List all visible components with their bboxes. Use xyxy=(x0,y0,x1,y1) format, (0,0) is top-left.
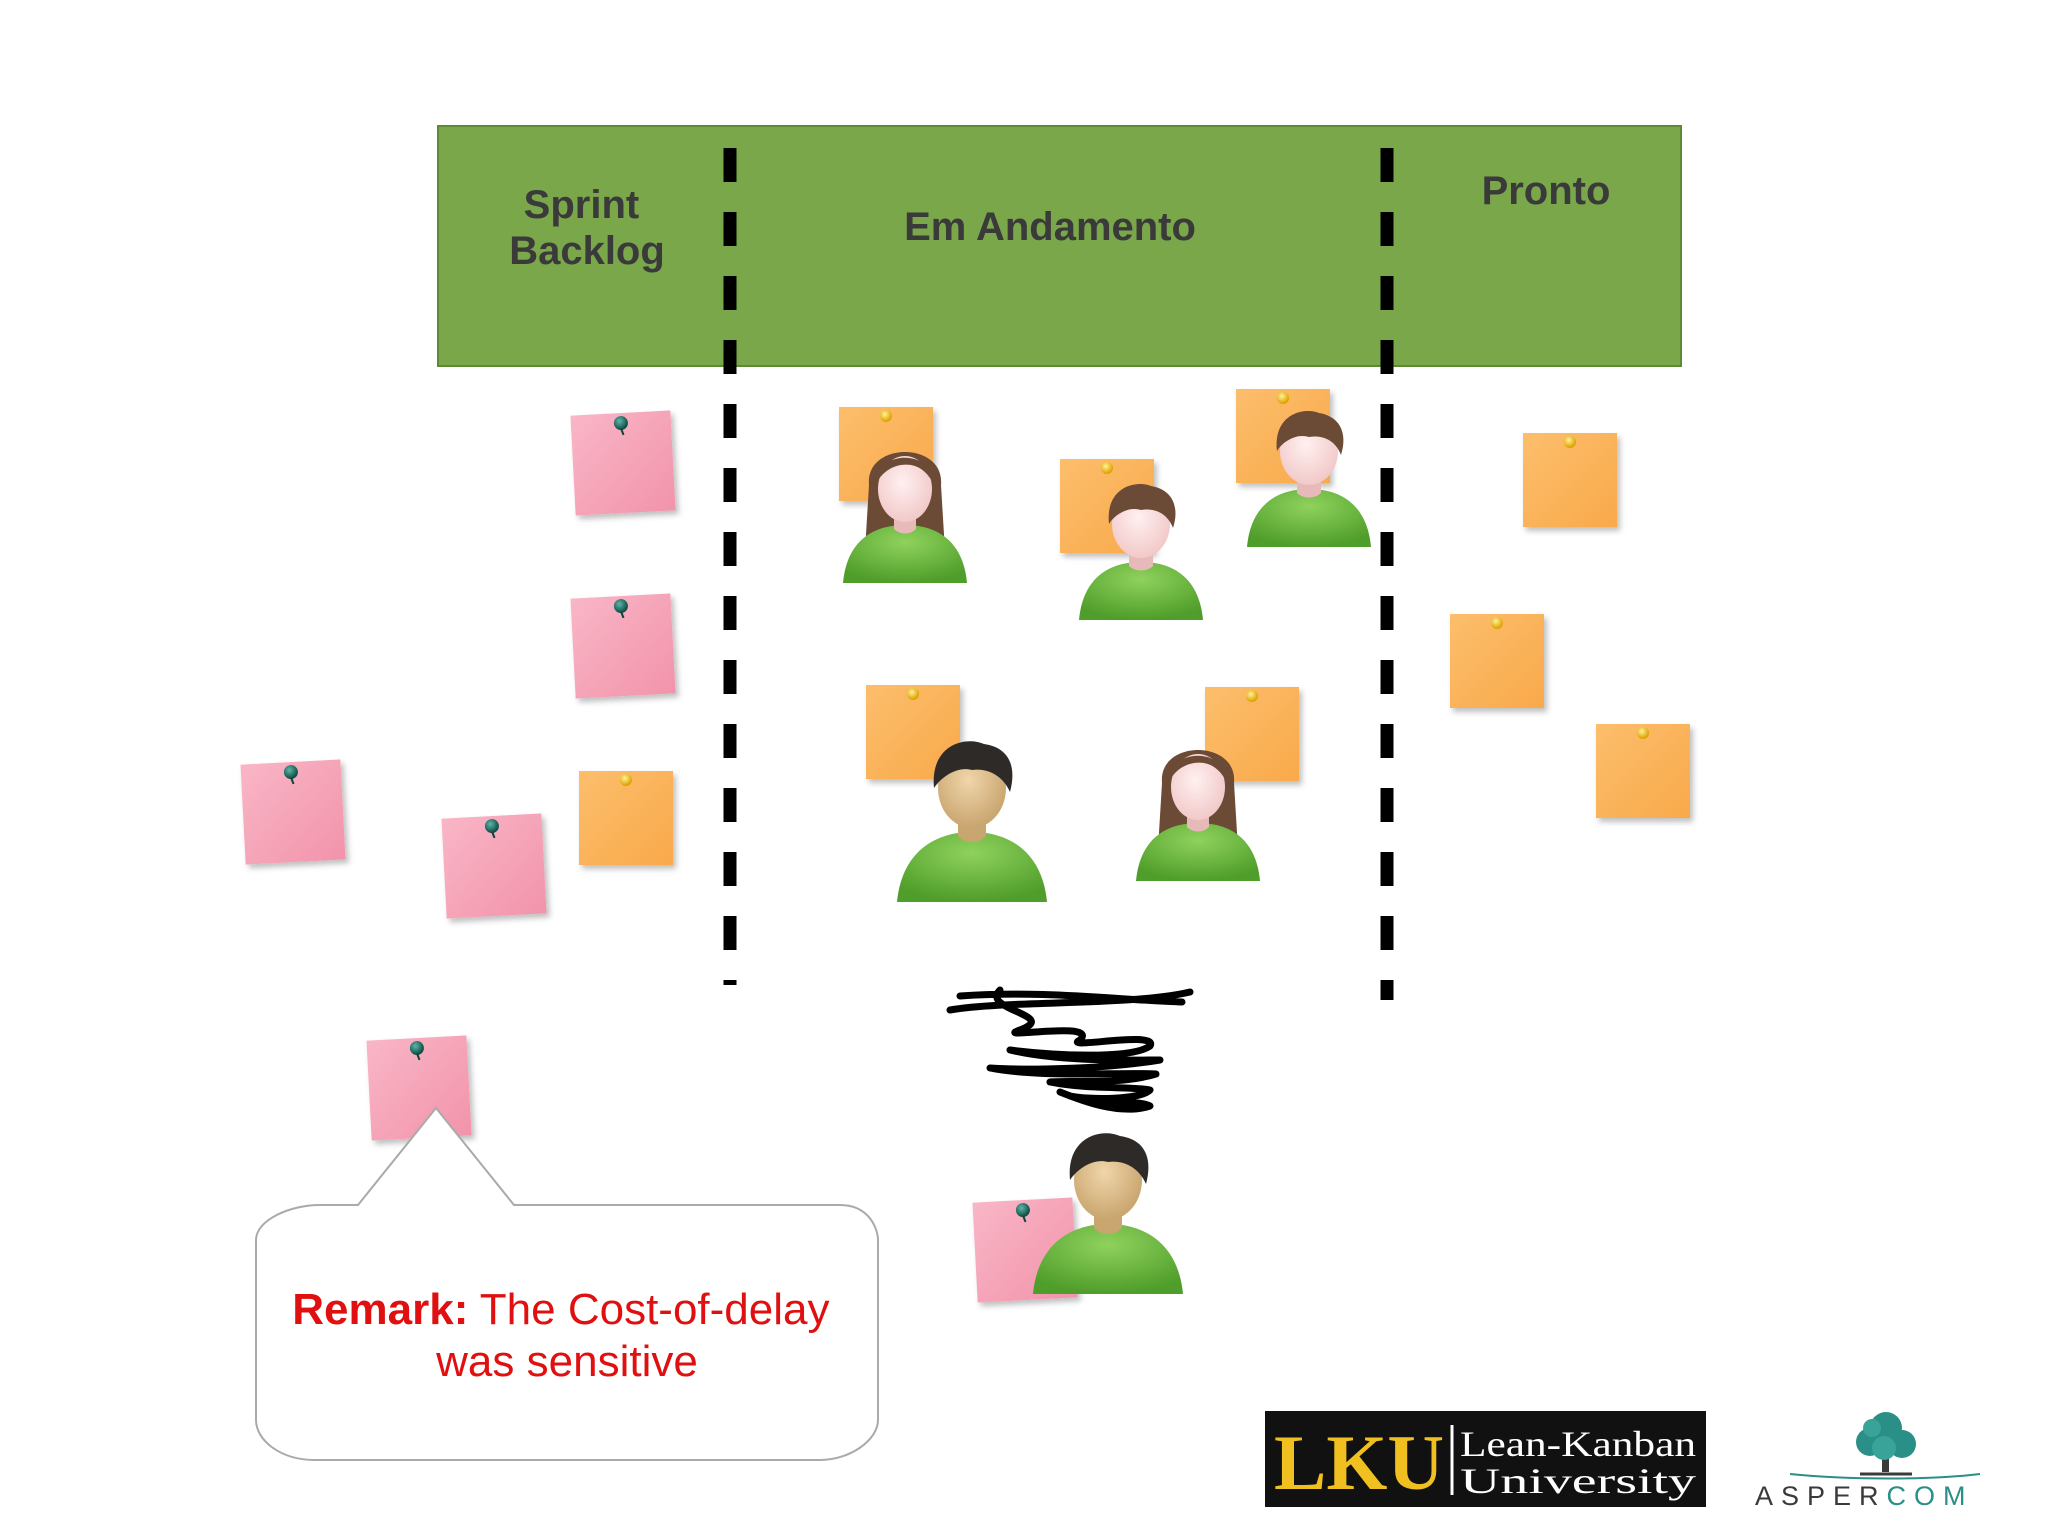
board-header xyxy=(437,125,1682,367)
lku-logo: LKU Lean-Kanban University xyxy=(1265,1411,1706,1507)
sticky-note-orange xyxy=(1596,724,1690,818)
lku-logo-line1: Lean-Kanban xyxy=(1460,1424,1696,1464)
remark-callout-text: Remark: The Cost-of-delay was sensitive xyxy=(292,1285,841,1386)
column-header-em-andamento: Em Andamento xyxy=(904,205,1196,249)
sticky-note-orange xyxy=(579,771,673,865)
remark-callout-bubble xyxy=(255,1106,879,1461)
sticky-note-pink xyxy=(441,813,546,918)
tree-icon xyxy=(1856,1412,1916,1476)
sticky-note-pink xyxy=(570,593,675,698)
sticky-note-orange xyxy=(1523,433,1617,527)
aspercom-part2: COM xyxy=(1887,1481,1974,1511)
column-header-pronto: Pronto xyxy=(1482,169,1611,213)
sticky-note-pink xyxy=(570,410,675,515)
aspercom-logo-text: ASPERCOM xyxy=(1755,1481,1974,1511)
lku-logo-line2: University xyxy=(1460,1461,1696,1501)
tangle-scribble-icon xyxy=(946,986,1194,1113)
column-header-sprint-line1: Sprint xyxy=(524,183,640,227)
column-header-sprint-backlog: Sprint Backlog xyxy=(509,183,665,273)
lku-logo-mark: LKU xyxy=(1274,1419,1444,1506)
remark-label: Remark: xyxy=(292,1285,468,1334)
remark-line2: was sensitive xyxy=(435,1337,698,1386)
sticky-note-pink xyxy=(240,759,345,864)
sticky-note-pink xyxy=(366,1035,471,1140)
aspercom-part1: ASPER xyxy=(1755,1481,1887,1511)
column-header-sprint-line2: Backlog xyxy=(509,229,665,273)
remark-line1: The Cost-of-delay xyxy=(468,1285,829,1334)
sticky-note-orange xyxy=(1450,614,1544,708)
aspercom-logo: ASPERCOM xyxy=(1755,1412,1981,1511)
